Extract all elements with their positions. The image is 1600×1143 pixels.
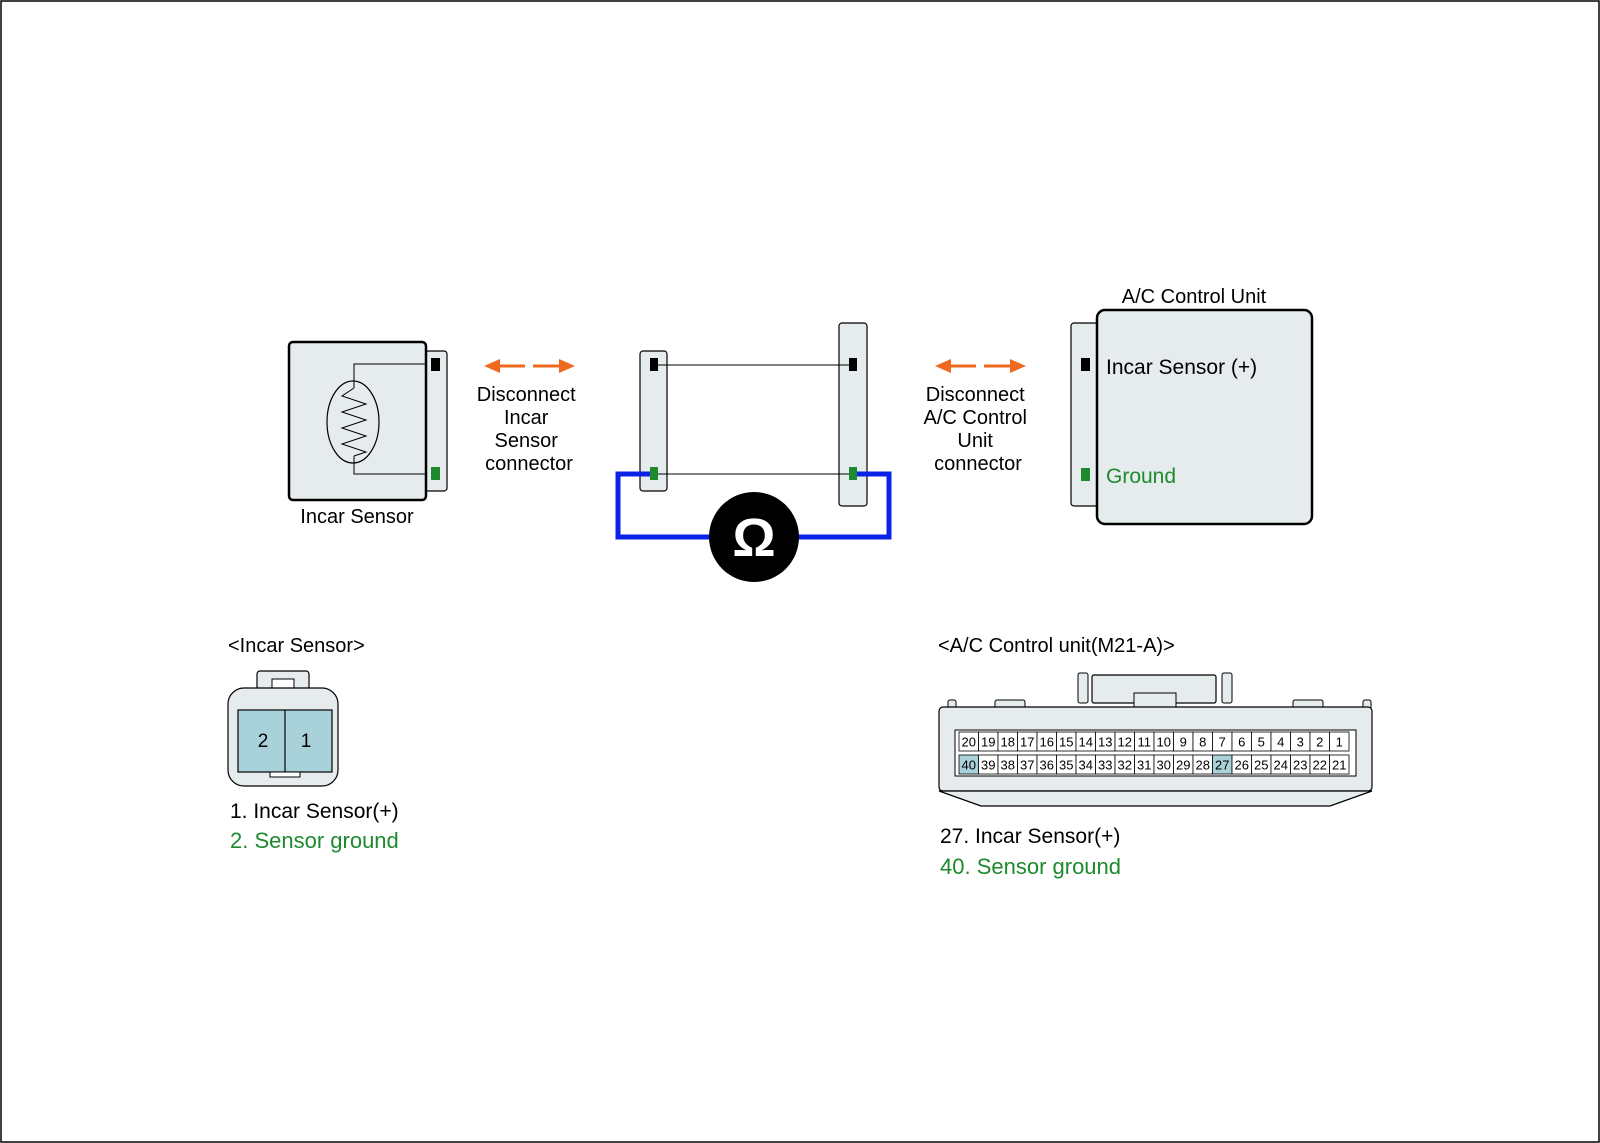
arrow-right-icon: [1010, 359, 1026, 373]
harness-connector-right: [838, 322, 868, 507]
ac-pin-label-9: 9: [1180, 735, 1187, 750]
thermistor-zigzag: [340, 387, 368, 457]
left-disconnect-arrows: [484, 359, 575, 373]
ac-pin-cell-21: [1329, 754, 1350, 775]
ac-pin-plus-label: Incar Sensor (+): [1106, 356, 1257, 379]
ac-pin-label-20: 20: [962, 735, 976, 750]
ac-pin-label-4: 4: [1277, 735, 1284, 750]
ac-pin-label-18: 18: [1001, 735, 1015, 750]
harness-right-pin-plus: [849, 358, 857, 371]
ac-pin-label-25: 25: [1254, 758, 1268, 773]
ac-pin-label-15: 15: [1059, 735, 1073, 750]
ac-pin-label-39: 39: [981, 758, 995, 773]
ohmmeter-icon: [709, 492, 799, 582]
ohmmeter: Ω: [709, 492, 799, 582]
harness-connector-left: [639, 350, 668, 492]
arrow-right-icon: [559, 359, 575, 373]
incar-pin-2: 2: [258, 731, 269, 752]
ac-pin-label-35: 35: [1059, 758, 1073, 773]
incar-disconnect-text: Disconnect Incar Sensor connector: [477, 384, 582, 475]
ac-legend-2: 40. Sensor ground: [940, 854, 1121, 879]
right-disconnect-arrows: [935, 359, 1026, 373]
incar-sensor-pin-ground: [431, 467, 440, 480]
sensor-wire-bottom: [353, 456, 426, 475]
ac-pin-label-12: 12: [1118, 735, 1132, 750]
incar-legend-1: 1. Incar Sensor(+): [230, 800, 399, 823]
ac-pin-label-17: 17: [1020, 735, 1034, 750]
harness-left-pin-plus: [650, 358, 658, 371]
ohm-symbol: Ω: [732, 508, 775, 568]
ac-pin-label-32: 32: [1118, 758, 1132, 773]
ac-pin-label-16: 16: [1040, 735, 1054, 750]
arrow-left-icon: [935, 359, 951, 373]
ac-connector-title: <A/C Control unit(M21-A)>: [938, 635, 1175, 657]
ac-pin-label-14: 14: [1079, 735, 1093, 750]
ac-control-unit: A/C Control Unit Incar Sensor (+) Ground: [1070, 286, 1314, 526]
ac-pin-label-1: 1: [1336, 735, 1343, 750]
incar-pin-1: 1: [301, 731, 312, 752]
ac-pin-label-3: 3: [1297, 735, 1304, 750]
ac-pin-label-23: 23: [1293, 758, 1307, 773]
ac-unit-title: A/C Control Unit: [1122, 286, 1267, 308]
ac-pin-label-30: 30: [1157, 758, 1171, 773]
ac-pin-label-7: 7: [1219, 735, 1226, 750]
ac-pin-label-29: 29: [1176, 758, 1190, 773]
ac-pin-label-34: 34: [1079, 758, 1093, 773]
ac-pin-label-22: 22: [1313, 758, 1327, 773]
incar-sensor-label: Incar Sensor: [300, 506, 414, 528]
incar-connector-title: <Incar Sensor>: [228, 635, 365, 657]
ac-pin-label-10: 10: [1157, 735, 1171, 750]
ac-pin-label-21: 21: [1332, 758, 1346, 773]
incar-sensor: Incar Sensor: [287, 340, 448, 528]
incar-sensor-body: [287, 340, 428, 502]
ac-pin-label-26: 26: [1235, 758, 1249, 773]
incar-legend-2: 2. Sensor ground: [230, 828, 399, 853]
ac-unit-pin-ground: [1081, 468, 1090, 481]
ac-pin-label-11: 11: [1138, 735, 1152, 750]
ac-unit-body: [1095, 308, 1314, 526]
ac-disconnect-text: Disconnect A/C Control Unit connector: [924, 384, 1033, 475]
arrow-left-icon: [484, 359, 500, 373]
ac-pin-label-38: 38: [1001, 758, 1015, 773]
meter-lead-right: [791, 471, 892, 540]
incar-connector-view: <Incar Sensor> 2 1 1. Incar Sensor(+) 2.…: [227, 635, 399, 853]
ac-pin-label-40: 40: [962, 758, 976, 773]
harness-left-pin-ground: [650, 467, 658, 480]
thermistor-icon: [326, 380, 380, 464]
wiring-harness: [639, 322, 868, 507]
ac-pin-label-24: 24: [1274, 758, 1288, 773]
ac-pin-label-8: 8: [1199, 735, 1206, 750]
ac-pin-label-6: 6: [1238, 735, 1245, 750]
sensor-wire-top: [353, 363, 426, 388]
ac-pin-label-37: 37: [1020, 758, 1034, 773]
incar-sensor-pin-plus: [431, 358, 440, 371]
ac-legend-1: 27. Incar Sensor(+): [940, 825, 1120, 848]
ac-pin-label-36: 36: [1040, 758, 1054, 773]
ac-pin-cell-1: [1329, 731, 1350, 752]
ac-pin-ground-label: Ground: [1106, 465, 1176, 488]
ac-pin-label-28: 28: [1196, 758, 1210, 773]
ac-pin-label-31: 31: [1137, 758, 1151, 773]
ac-pin-label-13: 13: [1098, 735, 1112, 750]
ac-unit-pin-plus: [1081, 358, 1090, 371]
meter-lead-left: [615, 471, 716, 540]
ac-pin-label-33: 33: [1098, 758, 1112, 773]
ac-pin-label-2: 2: [1316, 735, 1323, 750]
ac-pin-label-19: 19: [981, 735, 995, 750]
ac-pin-label-27: 27: [1215, 758, 1229, 773]
ac-pin-label-5: 5: [1258, 735, 1265, 750]
harness-right-pin-ground: [849, 467, 857, 480]
